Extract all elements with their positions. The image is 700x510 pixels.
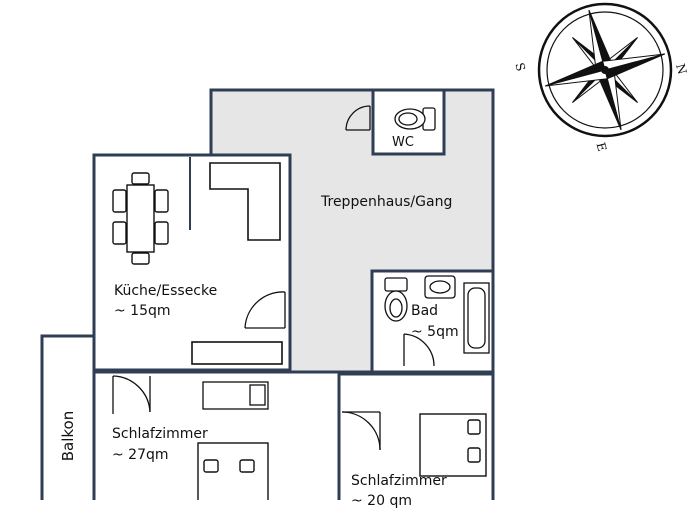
kitchen-label: Küche/Essecke [114, 283, 218, 299]
bath-room [370, 269, 495, 374]
kitchen-counter-lower-icon [191, 341, 283, 365]
kitchen-area: ~ 15qm [114, 303, 171, 319]
bath-label: Bad [411, 303, 439, 319]
kitchen-door-icon [244, 291, 286, 329]
bedroom1-room [92, 370, 341, 510]
bedroom2-room [337, 372, 495, 510]
wc-toilet-icon [394, 107, 436, 131]
bed2-icon [419, 413, 487, 477]
dining-table-icon [112, 172, 169, 265]
wc-room [345, 88, 446, 156]
dresser-icon [202, 381, 269, 410]
kitchen-counter-icon [209, 162, 281, 241]
bed-icon [197, 442, 269, 504]
bath-toilet-icon [384, 277, 408, 322]
bathtub-icon [463, 282, 490, 354]
bedroom2-door-icon [341, 411, 381, 451]
bedroom1-door-icon [112, 375, 151, 414]
bath-door-icon [403, 333, 435, 367]
bedroom1-label: Schlafzimmer [112, 426, 208, 442]
balcony-label: Balkon [59, 410, 77, 462]
wc-door-icon [345, 105, 371, 131]
stair-label: Treppenhaus/Gang [321, 194, 453, 210]
bedroom2-label: Schlafzimmer [351, 473, 447, 489]
sink-icon [424, 275, 456, 299]
wc-label: WC [392, 135, 414, 150]
kitchen-room [92, 153, 292, 372]
compass-rose-icon [537, 2, 673, 138]
bedroom2-area: ~ 20 qm [351, 493, 412, 509]
balcony-area [40, 334, 96, 510]
bath-area: ~ 5qm [411, 324, 459, 340]
bedroom1-area: ~ 27qm [112, 447, 169, 463]
